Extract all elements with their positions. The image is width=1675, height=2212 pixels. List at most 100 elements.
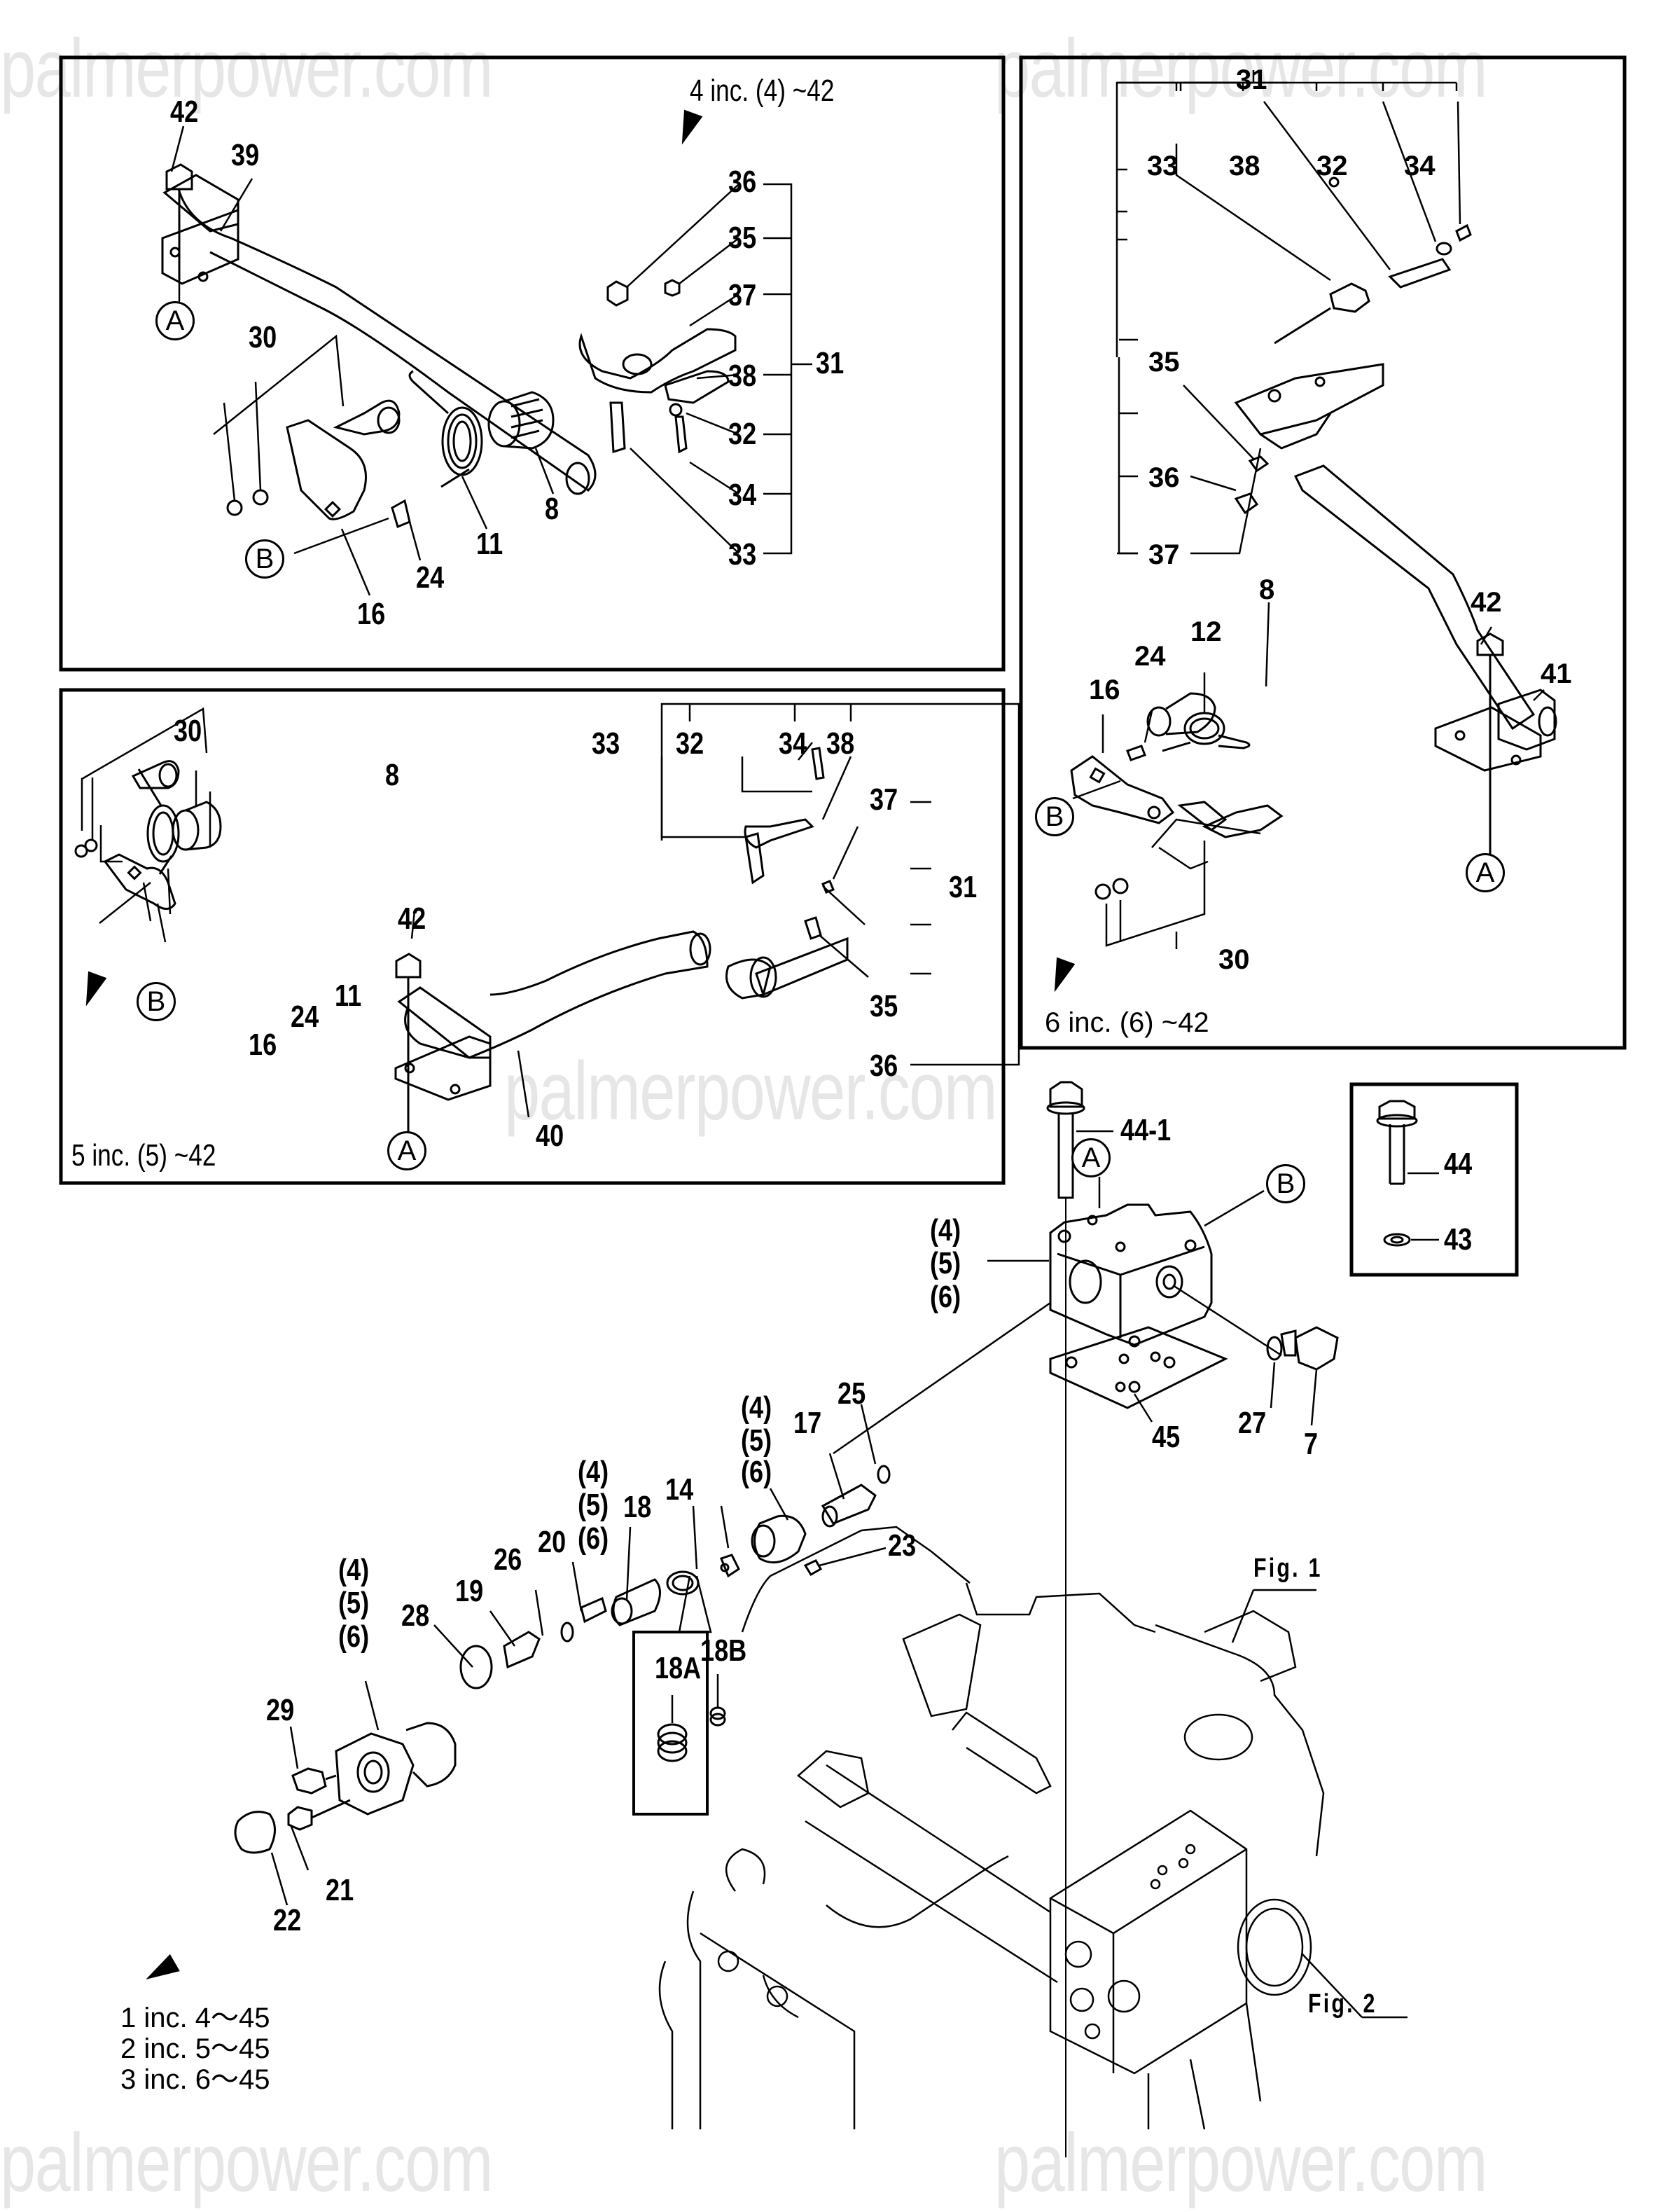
leader-lines-top-left <box>170 125 812 596</box>
variant-label-6: (6) <box>338 1619 370 1654</box>
panel-middle-left-border <box>59 688 1006 1185</box>
variant-label-5: (5) <box>930 1246 961 1280</box>
lever-16-right <box>1070 755 1175 824</box>
valve-housing <box>833 1177 1282 1455</box>
spring-11 <box>408 370 483 488</box>
oring-27 <box>1266 1336 1283 1409</box>
part-label-16: 16 <box>357 597 386 631</box>
bolt-44 <box>1376 1100 1439 1247</box>
part-label-8: 8 <box>385 758 400 792</box>
part-label-25: 25 <box>837 1376 866 1411</box>
plug-8 <box>487 391 555 450</box>
transmission-case <box>658 1526 1408 2130</box>
bolt-42-right <box>1476 633 1504 862</box>
pin-24-right <box>1126 745 1146 761</box>
part-label-35: 35 <box>870 989 898 1023</box>
part-label-44-1: 44-1 <box>1120 1113 1172 1147</box>
watermark: palmerpower.com <box>0 22 494 115</box>
tube-40 <box>394 930 711 1101</box>
variant-label-6: (6) <box>741 1455 772 1489</box>
panel-note-middle-left: 5 inc. (5) ~42 <box>71 1138 216 1173</box>
part-label-26: 26 <box>494 1542 522 1577</box>
part-label-37: 37 <box>1148 539 1180 570</box>
part-label-8: 8 <box>1259 574 1275 605</box>
variant-label-6: (6) <box>578 1521 609 1556</box>
tube-41 <box>1293 464 1557 772</box>
ref-circle-A: A <box>387 1131 426 1170</box>
springs-18A-18B <box>657 1674 726 1762</box>
part-label-37: 37 <box>728 278 757 312</box>
part-label-28: 28 <box>401 1598 430 1633</box>
part-label-18B: 18B <box>700 1633 747 1668</box>
plug-8-right <box>1146 692 1216 737</box>
screw-30-middle <box>131 760 180 789</box>
part-label-29: 29 <box>266 1693 295 1727</box>
part-label-45: 45 <box>1152 1420 1181 1454</box>
part-label-17: 17 <box>793 1406 822 1440</box>
bolt-inset-border <box>1349 1082 1519 1277</box>
part-label-11: 11 <box>476 527 503 561</box>
ref-circle-A: A <box>1466 853 1505 892</box>
panel-note-top-left: 4 inc. (4) ~42 <box>690 74 835 108</box>
part-label-36: 36 <box>1148 462 1180 493</box>
part-label-38: 38 <box>1229 151 1260 181</box>
ref-circle-B: B <box>1266 1164 1305 1203</box>
assembly-note-3: 3 inc. 6〜45 <box>120 2064 270 2095</box>
part-label-18: 18 <box>623 1490 652 1524</box>
panel-note-right: 6 inc. (6) ~42 <box>1045 1007 1209 1038</box>
part-label-42: 42 <box>170 95 199 129</box>
part-label-21: 21 <box>326 1873 354 1907</box>
spring-12-right <box>1162 712 1251 752</box>
part-label-16: 16 <box>1089 675 1120 705</box>
part-label-33: 33 <box>1147 151 1179 181</box>
bolt-42-middle <box>395 953 422 1135</box>
part-label-8: 8 <box>545 492 560 526</box>
pin-24 <box>391 499 411 529</box>
watermark: palmerpower.com <box>0 2117 494 2209</box>
ref-circle-A: A <box>1071 1138 1111 1177</box>
part-label-39: 39 <box>231 138 260 172</box>
part-label-34: 34 <box>779 726 807 761</box>
variant-label-4: (4) <box>741 1390 772 1425</box>
variant-label-5: (5) <box>578 1488 609 1522</box>
part-label-31: 31 <box>949 870 978 904</box>
gasket-45 <box>1049 1326 1228 1423</box>
plug-7 <box>1280 1326 1339 1426</box>
part-label-32: 32 <box>728 417 757 451</box>
plug-8-middle <box>172 801 222 851</box>
part-label-30: 30 <box>174 714 202 748</box>
ref-circle-A: A <box>155 301 195 340</box>
part-label-31: 31 <box>816 346 845 380</box>
variant-label-5: (5) <box>741 1423 772 1458</box>
part-label-38: 38 <box>826 726 855 761</box>
variant-label-4: (4) <box>338 1553 370 1587</box>
part-label-36: 36 <box>728 165 757 199</box>
part-label-34: 34 <box>1404 151 1436 181</box>
part-label-35: 35 <box>728 221 757 255</box>
watermark: palmerpower.com <box>504 1045 998 1138</box>
screw-30-right <box>1094 801 1284 900</box>
part-label-24: 24 <box>1134 641 1166 672</box>
ref-circle-B: B <box>245 539 284 579</box>
panel-top-left-border <box>59 55 1006 672</box>
bracket-37-middle <box>725 747 849 1000</box>
leader-lines-middle <box>81 703 1020 1118</box>
figure-label-1: Fig. 1 <box>1253 1554 1323 1583</box>
ref-circle-B: B <box>137 982 176 1021</box>
part-label-41: 41 <box>1541 658 1572 689</box>
figure-label-2: Fig. 2 <box>1308 1989 1377 2019</box>
part-label-35: 35 <box>1148 347 1180 378</box>
part-label-7: 7 <box>1304 1427 1319 1461</box>
part-label-24: 24 <box>416 560 445 595</box>
part-label-20: 20 <box>538 1525 567 1559</box>
screw-30 <box>226 399 401 516</box>
variant-label-5: (5) <box>338 1586 370 1620</box>
panel-right-border <box>1019 55 1627 1050</box>
part-label-34: 34 <box>728 478 757 512</box>
part-label-16: 16 <box>249 1028 277 1062</box>
part-label-36: 36 <box>870 1049 898 1083</box>
part-label-42: 42 <box>1471 587 1502 618</box>
part-label-30: 30 <box>1218 944 1250 975</box>
part-label-27: 27 <box>1238 1406 1267 1440</box>
